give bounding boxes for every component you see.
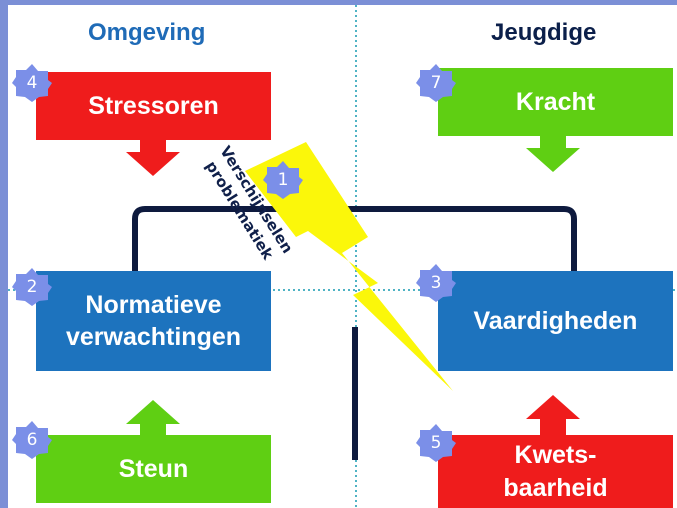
stressoren-arrow-stem: [140, 140, 166, 152]
kracht-label: Kracht: [515, 87, 596, 116]
star-badge-icon: [263, 161, 303, 199]
heading-jeugdige: Jeugdige: [491, 19, 597, 46]
normatieve-label-line2: verwachtingen: [65, 323, 242, 351]
heading-omgeving: Omgeving: [88, 19, 206, 46]
kracht-arrow-down: [526, 148, 580, 172]
steun-label: Steun: [118, 454, 189, 483]
kwetsbaarheid-arrow-stem: [540, 419, 566, 435]
badge-3: 3: [416, 263, 456, 303]
vaardigheden-label: Vaardigheden: [473, 306, 638, 335]
normatieve-verwachtingen-box: Normatieve verwachtingen: [36, 271, 271, 371]
stressoren-arrow-down: [126, 152, 180, 176]
kwetsbaarheid-label-line2: baarheid: [503, 473, 608, 502]
badge-2: 2: [12, 267, 52, 307]
badge-6: 6: [12, 420, 52, 460]
kwetsbaarheid-label-line1: Kwets-: [514, 441, 597, 469]
star-badge-icon: [416, 64, 456, 102]
normatieve-label-line1: Normatieve: [85, 290, 222, 319]
vaardigheden-box: Vaardigheden: [438, 271, 673, 371]
star-badge-icon: [416, 424, 456, 462]
star-badge-icon: [416, 264, 456, 302]
bracket: [132, 206, 577, 460]
stressoren-box: Stressoren: [36, 72, 271, 140]
stressoren-label: Stressoren: [88, 91, 219, 120]
steun-arrow-stem: [140, 424, 166, 435]
kracht-arrow-stem: [540, 136, 566, 148]
star-badge-icon: [12, 268, 52, 306]
kracht-box: Kracht: [438, 68, 673, 136]
badge-4: 4: [12, 63, 52, 103]
kwetsbaarheid-box: Kwets- baarheid: [438, 435, 673, 508]
lightning-bolt-icon: [245, 142, 453, 391]
steun-box: Steun: [36, 435, 271, 503]
star-badge-icon: [12, 64, 52, 102]
star-badge-icon: [12, 421, 52, 459]
badge-1: 1: [263, 160, 303, 200]
diagram-canvas: Omgeving Jeugdige Stressoren Kracht Norm…: [8, 5, 677, 508]
steun-arrow-up: [126, 400, 180, 424]
badge-7: 7: [416, 63, 456, 103]
badge-5: 5: [416, 423, 456, 463]
kwetsbaarheid-arrow-up: [526, 395, 580, 419]
